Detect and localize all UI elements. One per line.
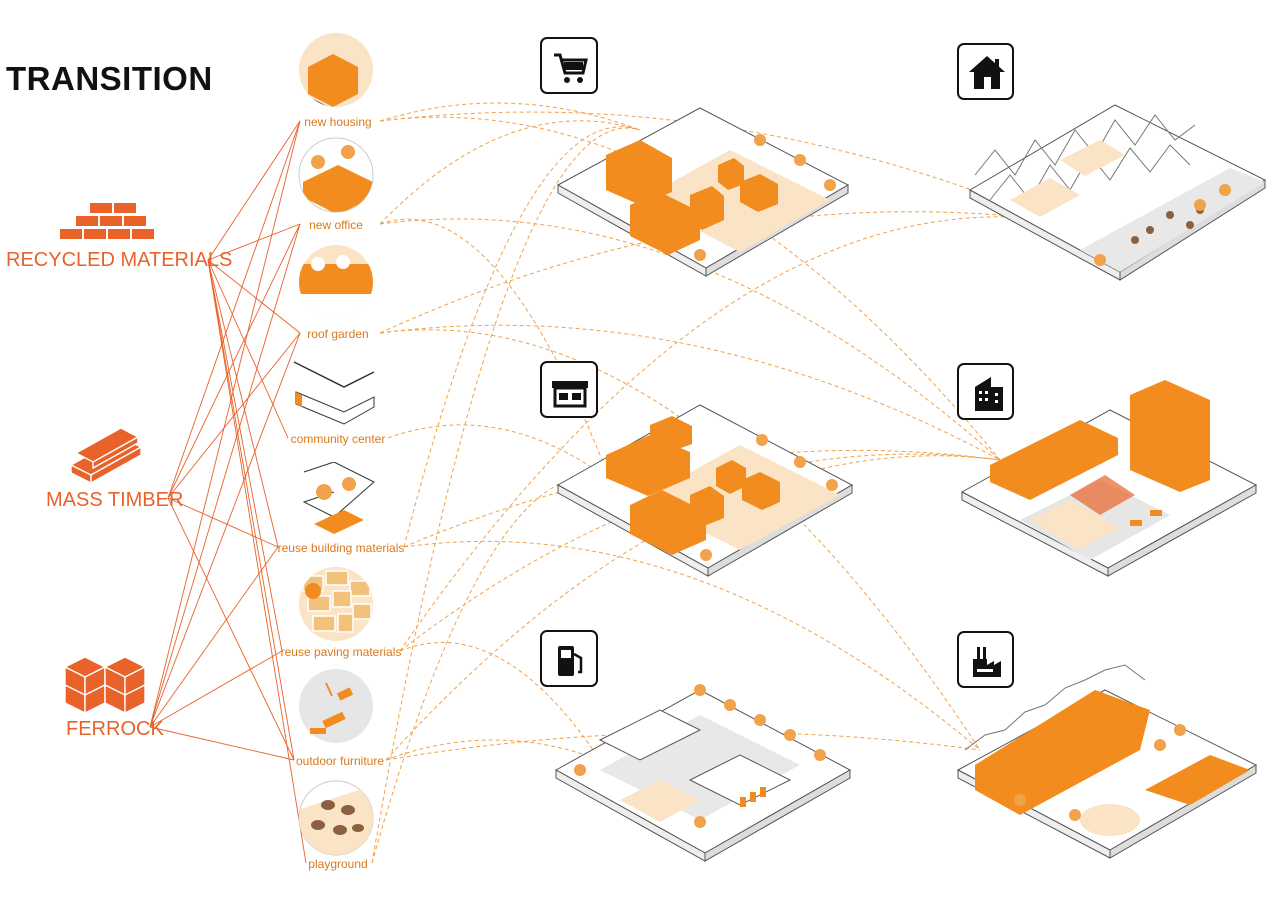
- strategy-label-new-housing: new housing: [304, 115, 372, 129]
- strategy-label-new-office: new office: [309, 218, 363, 232]
- site-icon-gas-station: [540, 630, 598, 687]
- site-plan-factory: [956, 664, 1258, 859]
- site-plan-shopping: [556, 107, 850, 277]
- strategy-image-new-housing: [299, 33, 373, 107]
- material-label-timber: MASS TIMBER: [46, 489, 184, 511]
- page-title: TRANSITION: [6, 60, 213, 97]
- timber-beams-icon: [69, 427, 143, 485]
- site-icon-housing: [957, 43, 1014, 100]
- strategy-image-playground: [298, 780, 374, 856]
- gas-pump-icon: [558, 646, 583, 676]
- material-label-ferrock: FERROCK: [66, 718, 164, 740]
- house-icon: [969, 56, 1005, 89]
- site-icon-shopping: [540, 37, 598, 94]
- site-icon-office: [957, 363, 1014, 420]
- brick-stack-icon: [60, 203, 154, 239]
- strategy-image-roof-garden: [299, 245, 373, 319]
- strategy-label-reuse-paving-materials: reuse paving materials: [280, 645, 402, 659]
- strategy-image-community-center: [293, 361, 375, 425]
- site-icon-store: [540, 361, 598, 418]
- site-plan-store: [556, 404, 854, 577]
- storefront-icon: [552, 381, 588, 408]
- strategy-image-new-office: [298, 137, 374, 213]
- strategy-label-playground: playground: [308, 857, 368, 871]
- strategy-label-reuse-building-materials: reuse building materials: [277, 541, 405, 555]
- strategy-label-community-center: community center: [290, 432, 386, 446]
- strategy-image-reuse-paving-materials: [299, 567, 373, 641]
- strategy-image-reuse-building-materials: [302, 462, 375, 534]
- strategy-label-roof-garden: roof garden: [307, 327, 369, 341]
- strategy-label-outdoor-furniture: outdoor furniture: [295, 754, 385, 768]
- site-icon-factory: [957, 631, 1014, 688]
- site-plan-gas-station: [554, 684, 852, 862]
- block-wall-icon: [63, 656, 147, 715]
- site-plan-office: [960, 380, 1258, 577]
- site-plan-housing: [968, 104, 1267, 281]
- material-label-recycled: RECYCLED MATERIALS: [6, 249, 233, 271]
- strategy-image-outdoor-furniture: [299, 669, 373, 743]
- factory-icon: [973, 647, 1001, 677]
- office-building-icon: [975, 377, 1003, 411]
- shopping-cart-icon: [554, 53, 588, 83]
